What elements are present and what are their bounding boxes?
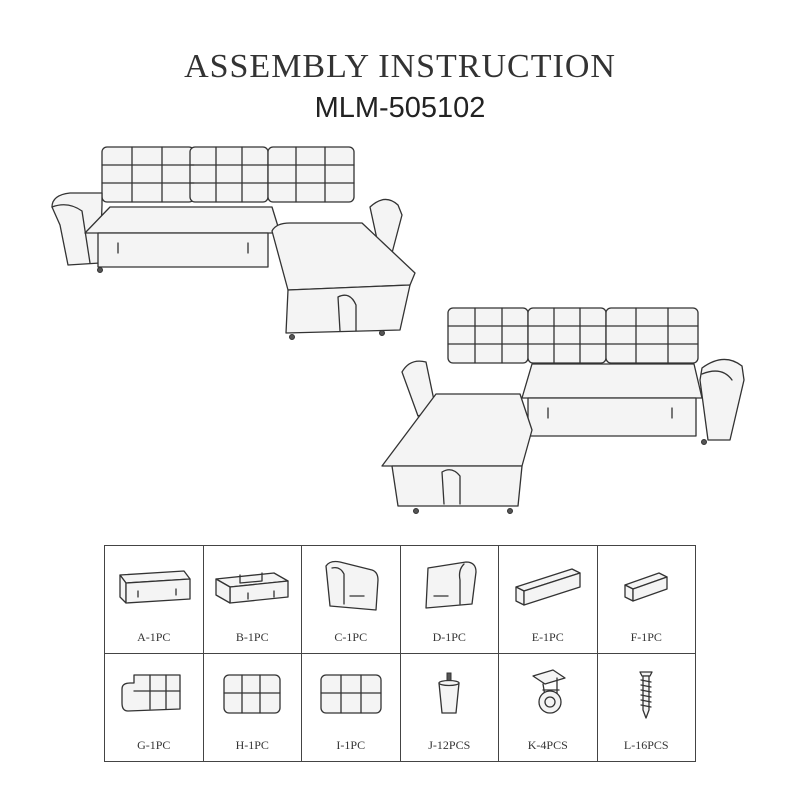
sofa-base-icon (204, 546, 302, 626)
part-label: K-4PCS (527, 738, 568, 752)
parts-list-table: A-1PC B-1PC C-1PC D-1PC E-1PC (104, 545, 696, 762)
cushion-icon (204, 654, 302, 734)
model-number: MLM-505102 (314, 92, 486, 124)
cushion-icon (302, 654, 400, 734)
leg-icon (401, 654, 499, 734)
part-label: F-1PC (630, 630, 662, 644)
part-label: H-1PC (235, 738, 269, 752)
cushion-icon (105, 654, 203, 734)
part-label: D-1PC (432, 630, 466, 644)
screw-icon (598, 654, 696, 734)
part-label: G-1PC (137, 738, 171, 752)
document-title: ASSEMBLY INSTRUCTION (184, 48, 616, 85)
arm-panel-icon (401, 546, 499, 626)
arm-panel-icon (302, 546, 400, 626)
part-cell: E-1PC (498, 545, 598, 654)
back-panel-icon (598, 546, 696, 626)
part-cell: C-1PC (301, 545, 401, 654)
sofa-base-icon (105, 546, 203, 626)
part-label: L-16PCS (623, 738, 669, 752)
part-cell: I-1PC (301, 653, 401, 762)
part-label: E-1PC (531, 630, 564, 644)
part-cell: A-1PC (104, 545, 204, 654)
part-cell: L-16PCS (596, 653, 696, 762)
caster-icon (499, 654, 597, 734)
part-cell: H-1PC (202, 653, 302, 762)
part-cell: F-1PC (596, 545, 696, 654)
part-label: B-1PC (235, 630, 269, 644)
part-label: I-1PC (336, 738, 366, 752)
back-panel-icon (499, 546, 597, 626)
part-cell: D-1PC (399, 545, 499, 654)
part-label: C-1PC (334, 630, 368, 644)
part-label: A-1PC (137, 630, 171, 644)
sofa-illustration-right-chaise (40, 135, 430, 350)
part-cell: K-4PCS (498, 653, 598, 762)
part-cell: J-12PCS (399, 653, 499, 762)
part-cell: B-1PC (202, 545, 302, 654)
sofa-illustration-left-chaise (372, 300, 762, 520)
part-label: J-12PCS (428, 738, 471, 752)
part-cell: G-1PC (104, 653, 204, 762)
